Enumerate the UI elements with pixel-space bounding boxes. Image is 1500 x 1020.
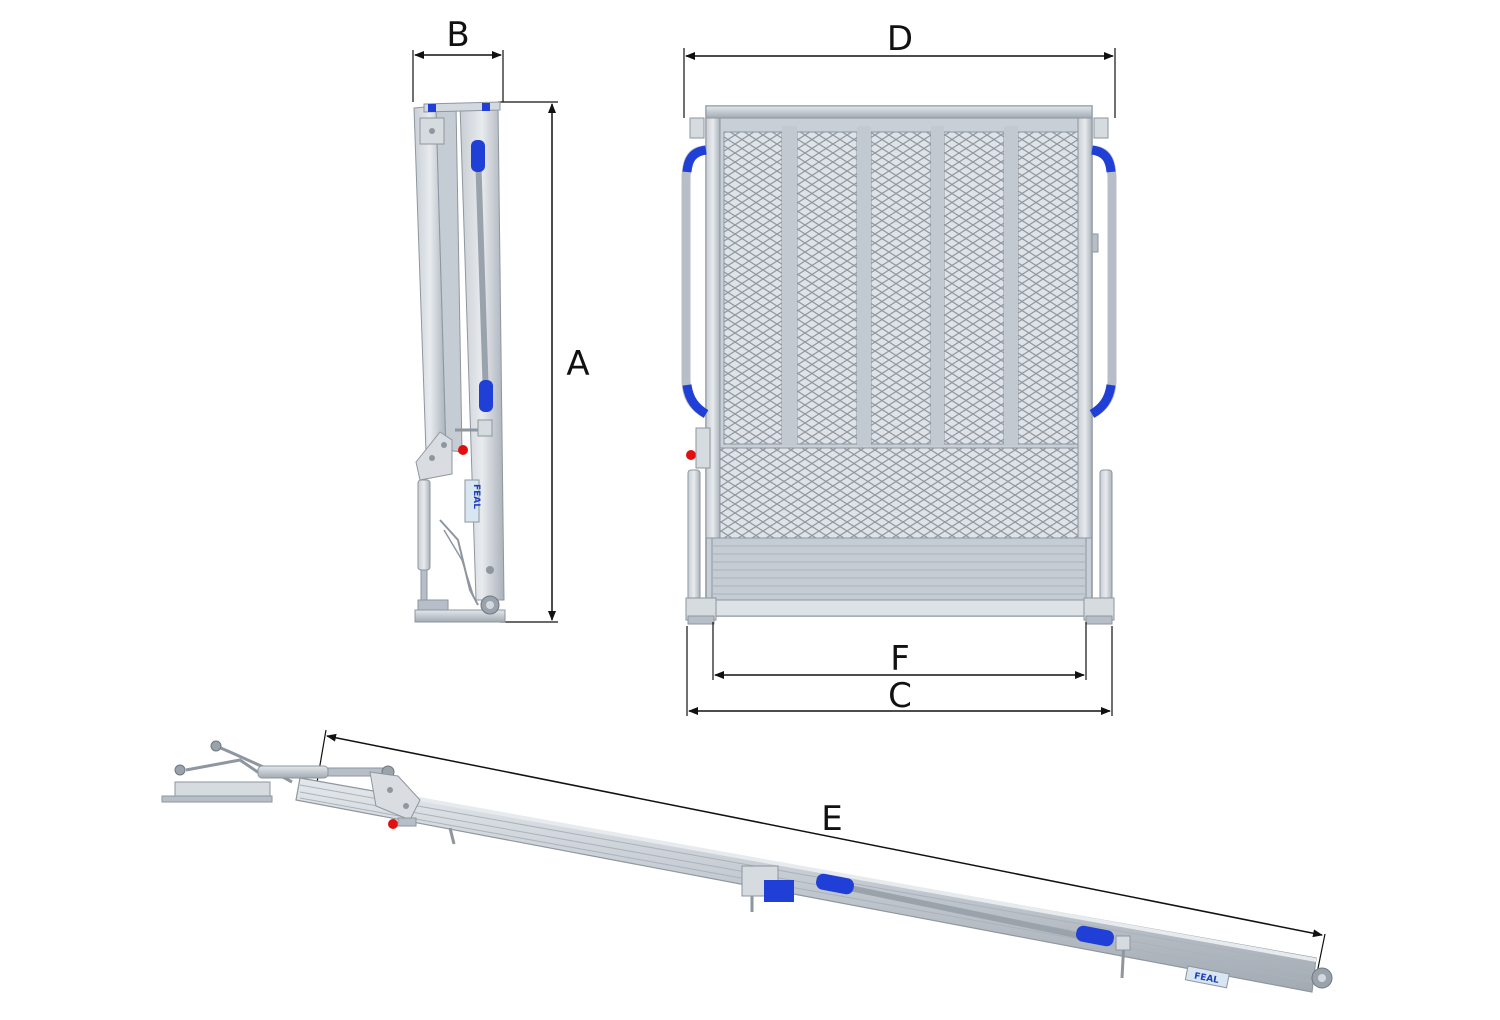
front-view: D [681, 19, 1117, 716]
mesh-panels [719, 126, 1079, 539]
unfolded-side-view: E [161, 729, 1333, 993]
dimension-label-d: D [887, 19, 913, 59]
release-knob-red-icon [458, 445, 468, 455]
dimension-label-b: B [446, 15, 469, 55]
strut-blue-right-icon [1076, 925, 1114, 947]
strut-blue-left-icon [816, 873, 854, 895]
brand-label-side: FEAL [471, 484, 481, 509]
dimension-label-f: F [890, 639, 910, 679]
handrail-right-icon [1089, 145, 1117, 419]
brand-label-unfolded: FEAL [1193, 971, 1220, 986]
release-knob-red-front-icon [686, 450, 696, 460]
strut-top-blue-icon [471, 140, 485, 172]
dimension-line-e [326, 733, 1323, 938]
release-knob-red-unfolded-icon [388, 819, 398, 829]
side-view-folded: B A FEAL [412, 15, 590, 623]
dimension-label-c: C [888, 676, 912, 716]
dimension-label-e: E [821, 799, 842, 839]
strut-bottom-blue-icon [479, 380, 493, 412]
dimension-label-a: A [566, 344, 589, 384]
handrail-left-icon [681, 145, 709, 419]
